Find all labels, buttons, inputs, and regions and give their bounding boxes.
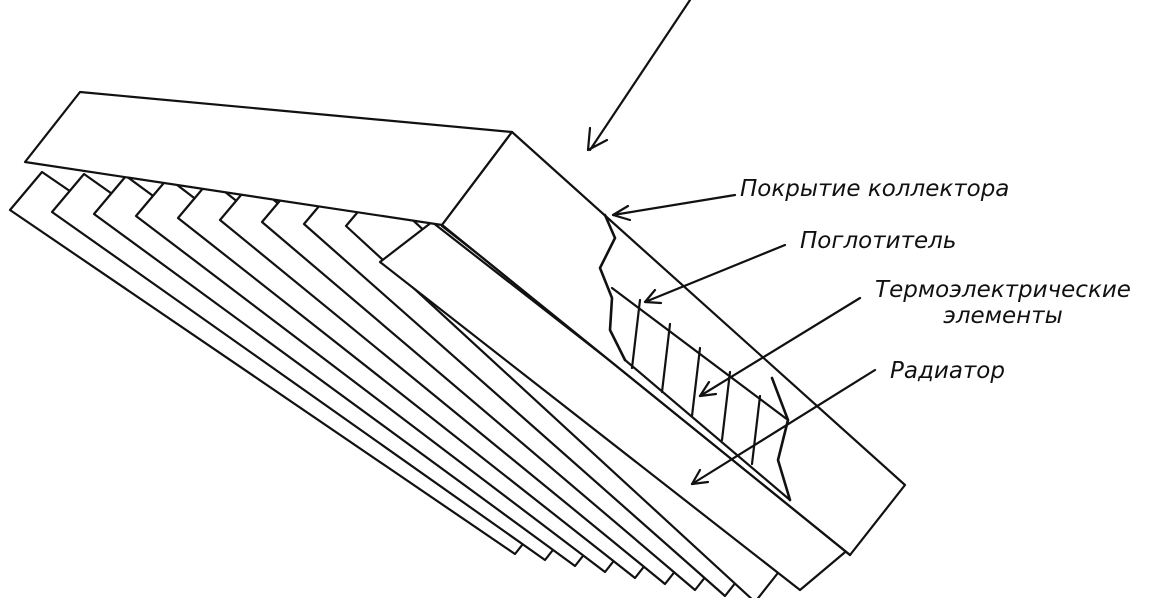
collector-cover-plate	[23, 90, 907, 557]
sunlight-arrow	[586, 0, 692, 152]
absorber-leader	[643, 243, 787, 305]
thermoelectric-element	[750, 394, 762, 466]
thermoelectric-element	[630, 298, 642, 370]
thermoelectric-elements	[630, 298, 762, 466]
radiator-label: Радиатор	[890, 358, 1005, 384]
cover-label: Покрытие коллектора	[740, 176, 1010, 202]
cover-leader	[611, 193, 737, 222]
thermoelectric-label-line1: Термоэлектрические	[875, 277, 1131, 303]
thermoelectric-label-line2: элементы	[943, 303, 1063, 329]
thermo-leader	[698, 296, 862, 398]
thermoelectric-element	[660, 322, 672, 394]
cutaway-section	[598, 213, 792, 502]
thermoelectric-element	[720, 370, 732, 442]
radiator-leader	[690, 368, 877, 486]
thermoelectric-label: Термоэлектрические элементы	[850, 277, 1156, 329]
thermoelectric-element	[690, 346, 702, 418]
absorber-label: Поглотитель	[800, 228, 957, 254]
